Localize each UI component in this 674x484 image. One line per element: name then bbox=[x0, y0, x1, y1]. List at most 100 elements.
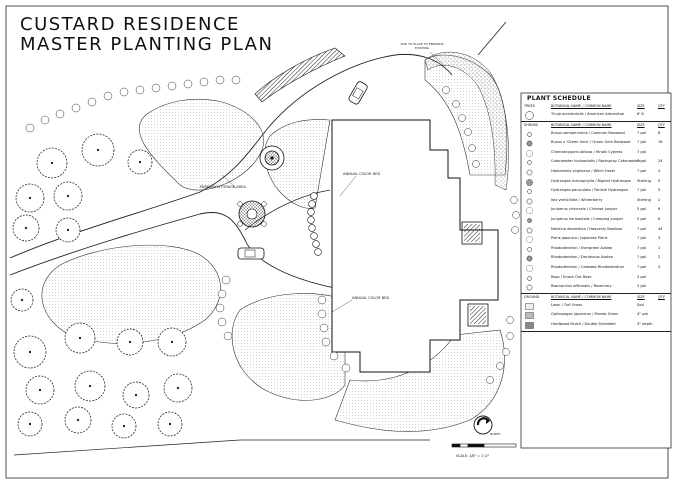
annotation-annual-color-bottom: ANNUAL COLOR BED bbox=[352, 296, 390, 300]
patio-planter-north bbox=[461, 221, 483, 245]
schedule-plant-name: Rhododendron / Evergreen Azalea bbox=[551, 245, 613, 250]
schedule-col-qty: QTY bbox=[658, 122, 665, 127]
schedule-plant-qty: 2 bbox=[658, 197, 661, 202]
schedule-plant-name: Rosa / Knock Out Rose bbox=[551, 274, 592, 279]
schedule-symbol-icon bbox=[525, 322, 534, 329]
plant-schedule-frame bbox=[520, 92, 672, 449]
north-label: NORTH bbox=[490, 432, 501, 436]
schedule-symbol-icon bbox=[527, 218, 532, 223]
lawn-area-south bbox=[231, 293, 346, 401]
schedule-plant-name: Cotoneaster horizontalis / Rockspray Cot… bbox=[551, 159, 641, 164]
schedule-row: Lawn / Turf Grass Sod bbox=[521, 301, 671, 311]
schedule-row: Ilex verticillata / Winterberry Sterling 2 bbox=[521, 196, 671, 206]
schedule-row: Rosa / Knock Out Rose 3 gal bbox=[521, 273, 671, 283]
plant-schedule-title: PLANT SCHEDULE bbox=[527, 95, 591, 102]
north-arrow-icon bbox=[473, 415, 493, 435]
schedule-plant-name: Nandina domestica / Heavenly Bamboo bbox=[551, 226, 623, 231]
hedge-band bbox=[254, 47, 346, 103]
schedule-symbol-icon bbox=[527, 131, 532, 137]
patio-planter-south bbox=[467, 303, 489, 327]
schedule-divider bbox=[521, 292, 671, 294]
schedule-plant-qty: 5 bbox=[658, 188, 661, 193]
schedule-plant-name: Hydrangea macrophylla / Bigleaf Hydrange… bbox=[551, 178, 631, 183]
house-footprint bbox=[331, 119, 499, 373]
schedule-plant-name: Rhododendron / Deciduous Azalea bbox=[551, 255, 613, 260]
schedule-symbol-icon bbox=[527, 189, 532, 194]
schedule-col-name: BOTANICAL NAME / COMMON NAME bbox=[551, 104, 612, 108]
schedule-col-size: SIZE bbox=[637, 104, 645, 108]
schedule-symbol-icon bbox=[526, 178, 533, 186]
east-shrub-cluster bbox=[442, 86, 520, 234]
schedule-symbol-icon bbox=[526, 198, 533, 205]
annotation-parkway: PARKWAY/STORAGE AREA bbox=[200, 185, 246, 189]
schedule-row: Nandina domestica / Heavenly Bamboo 7 gal… bbox=[521, 225, 671, 235]
schedule-plant-size: 7 gal bbox=[637, 245, 646, 250]
schedule-plant-qty: 16 bbox=[658, 140, 663, 145]
schedule-plant-size: 5 gal bbox=[637, 217, 646, 221]
schedule-col-size: SIZE bbox=[637, 294, 645, 299]
annotation-top-note: ADD TO PLACE TO ENHANCE EXISTING bbox=[400, 42, 444, 50]
schedule-col-name: BOTANICAL NAME / COMMON NAME bbox=[551, 294, 612, 299]
schedule-symbol-icon bbox=[525, 303, 534, 310]
schedule-plant-qty: 6 bbox=[658, 217, 661, 221]
schedule-symbol-icon bbox=[527, 247, 532, 252]
schedule-row: Rosmarinus officinalis / Rosemary 3 gal bbox=[521, 282, 671, 292]
scale-label: SCALE: 1/8" = 1'-0" bbox=[456, 454, 490, 458]
feature-tree bbox=[259, 145, 285, 171]
schedule-symbol-icon bbox=[526, 284, 533, 291]
schedule-section-label: GROUND bbox=[524, 294, 540, 299]
schedule-plant-name: Rosmarinus officinalis / Rosemary bbox=[551, 284, 612, 289]
schedule-symbol-icon bbox=[525, 312, 534, 320]
schedule-plant-size: 7 gal bbox=[637, 140, 646, 145]
schedule-symbol-icon bbox=[527, 160, 532, 166]
schedule-plant-size: 3 gal bbox=[637, 274, 646, 279]
schedule-plant-size: 4" pot bbox=[637, 312, 648, 317]
schedule-plant-name: Juniperus chinensis / Chinese Juniper bbox=[551, 207, 618, 212]
schedule-plant-qty: 1 bbox=[658, 245, 661, 250]
schedule-row: Juniperus horizontalis / Creeping Junipe… bbox=[521, 215, 671, 225]
schedule-plant-size: 7 gal bbox=[637, 265, 646, 269]
car-north bbox=[348, 81, 368, 105]
schedule-plant-name: Lawn / Turf Grass bbox=[551, 302, 582, 307]
schedule-plant-name: Ilex verticillata / Winterberry bbox=[551, 197, 603, 202]
car-south bbox=[237, 247, 265, 260]
schedule-plant-size: 7 gal bbox=[637, 169, 646, 173]
graphic-scale bbox=[451, 443, 517, 448]
schedule-plant-qty: 3 bbox=[658, 236, 661, 241]
schedule-plant-qty: 3 bbox=[658, 265, 661, 269]
schedule-plant-qty: 8 bbox=[658, 130, 661, 135]
schedule-plant-qty: 44 bbox=[658, 226, 663, 231]
schedule-symbol-icon bbox=[525, 111, 534, 120]
schedule-plant-name: Hamamelis virginiana / Witch Hazel bbox=[551, 169, 615, 173]
schedule-symbol-icon bbox=[526, 227, 533, 233]
schedule-plant-size: 3" depth bbox=[637, 322, 653, 326]
schedule-row: Cotoneaster horizontalis / Rockspray Cot… bbox=[521, 157, 671, 167]
annotation-annual-color-top: ANNUAL COLOR BED bbox=[343, 172, 381, 176]
property-line bbox=[13, 439, 430, 456]
tree-centers bbox=[20, 148, 180, 428]
schedule-symbol-icon bbox=[526, 149, 533, 157]
south-foundation-shrubs bbox=[215, 275, 351, 373]
schedule-symbol-icon bbox=[527, 275, 532, 281]
schedule-plant-size: Sterling bbox=[637, 197, 651, 202]
schedule-plant-size: Sod bbox=[637, 302, 644, 307]
schedule-plant-name: Pieris japonica / Japanese Pieris bbox=[551, 236, 608, 241]
schedule-plant-name: Hydrangea paniculata / Panicle Hydrangea bbox=[551, 188, 628, 193]
schedule-plant-name: Chamaecyparis obtusa / Hinoki Cypress bbox=[551, 149, 623, 154]
schedule-row: Ophiopogon japonicus / Mondo Grass 4" pot bbox=[521, 310, 671, 320]
schedule-col-name: BOTANICAL NAME / COMMON NAME bbox=[551, 122, 612, 127]
schedule-plant-size: 3 gal bbox=[637, 284, 646, 289]
schedule-plant-size: 7 gal bbox=[637, 226, 646, 231]
schedule-symbol-icon bbox=[526, 256, 533, 262]
schedule-plant-size: 7 gal bbox=[637, 149, 646, 154]
schedule-row: Thuja occidentalis / American Arborvitae… bbox=[521, 110, 671, 120]
schedule-plant-qty: 2 bbox=[658, 255, 661, 260]
schedule-plant-name: Ophiopogon japonicus / Mondo Grass bbox=[551, 312, 618, 317]
schedule-row: Chamaecyparis obtusa / Hinoki Cypress 7 g… bbox=[521, 148, 671, 158]
